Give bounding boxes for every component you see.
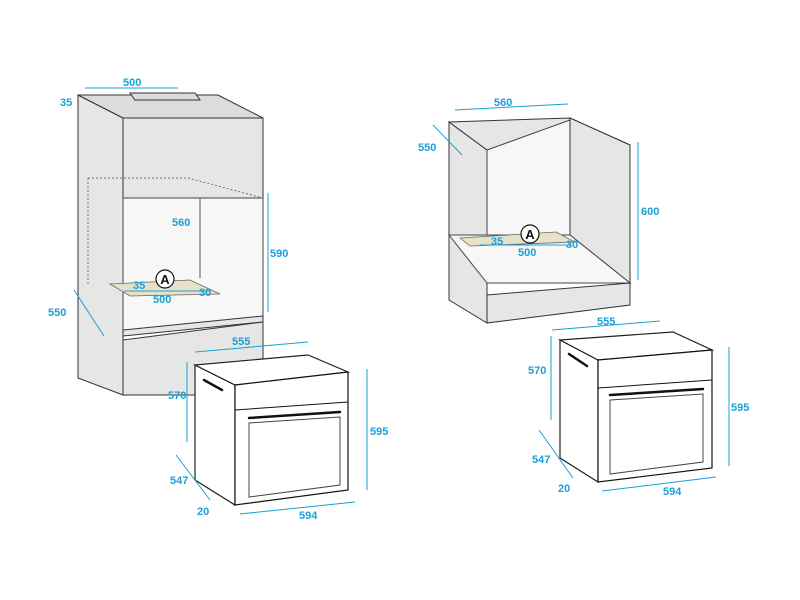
dim-right-oven-depth: 570 <box>528 365 546 377</box>
right-cabinet-dimensions: 560 550 600 35 500 30 <box>418 97 659 280</box>
right-oven <box>557 331 715 484</box>
dim-right-oven-front-width: 594 <box>663 486 682 498</box>
dim-left-vent-width: 500 <box>153 294 171 306</box>
dim-line-left-oven-body-depth <box>175 454 211 501</box>
dim-right-oven-front-offset: 20 <box>558 483 570 495</box>
dim-line-right-oven-body-depth <box>538 429 574 479</box>
dim-line-left-depth <box>73 289 105 337</box>
dim-line-right-oven-width <box>551 320 661 331</box>
left-oven <box>192 354 351 507</box>
left-cabinet-side-panel <box>77 94 124 396</box>
dim-line-right-oven-front-width <box>601 476 717 492</box>
dim-left-niche-depth: 560 <box>172 217 190 229</box>
left-cabinet-niche <box>122 197 264 336</box>
dim-line-right-cabinet-width <box>454 103 569 111</box>
dim-right-niche-height: 600 <box>641 206 659 218</box>
right-oven-control-panel-edge <box>597 379 713 389</box>
right-vent-marker-circle <box>520 224 540 244</box>
dim-line-right-cabinet-depth <box>432 124 463 156</box>
dim-left-vent-offset-left: 35 <box>133 280 145 292</box>
dim-left-oven-front-offset: 20 <box>197 506 209 518</box>
dim-left-oven-depth: 570 <box>168 390 186 402</box>
left-vent-marker: A <box>160 272 170 287</box>
right-oven-door-handle <box>608 387 705 397</box>
dim-left-oven-front-width: 594 <box>299 510 318 522</box>
dim-right-oven-body-depth: 547 <box>532 454 550 466</box>
dim-right-oven-height: 595 <box>731 402 749 414</box>
left-vent-marker-circle <box>155 269 175 289</box>
left-niche-dashed-top <box>88 177 264 199</box>
left-cabinet-top-slot <box>129 92 201 101</box>
right-vent-marker: A <box>525 227 535 242</box>
right-oven-dimensions: 555 570 547 20 594 595 <box>528 316 749 498</box>
left-oven-dimensions: 555 570 547 20 594 595 <box>168 336 388 522</box>
dim-line-left-oven-front-width <box>239 501 356 515</box>
left-cabinet-upper-front <box>122 117 264 199</box>
dim-left-cabinet-width: 500 <box>123 77 141 89</box>
left-oven-door-handle <box>247 410 342 420</box>
dim-right-vent-offset-right: 30 <box>566 239 578 251</box>
right-cabinet-plinth <box>486 282 631 324</box>
right-base-cabinet: A <box>447 117 632 324</box>
dim-line-left-oven-width <box>194 341 309 353</box>
dim-left-oven-body-depth: 547 <box>170 475 188 487</box>
dim-right-cabinet-depth: 550 <box>418 142 436 154</box>
right-oven-side-handle-mark <box>567 352 589 368</box>
dim-left-oven-width: 555 <box>232 336 250 348</box>
left-oven-front <box>234 371 349 506</box>
dim-right-vent-width: 500 <box>518 247 536 259</box>
dim-left-niche-height: 590 <box>270 248 288 260</box>
left-tall-cabinet: A <box>77 92 264 396</box>
dim-right-vent-offset-left: 35 <box>491 236 503 248</box>
dim-left-vent-offset-right: 30 <box>199 287 211 299</box>
dim-left-cabinet-depth: 550 <box>48 307 66 319</box>
dim-left-cabinet-top-offset: 35 <box>60 97 72 109</box>
left-oven-control-panel-edge <box>234 401 349 411</box>
right-oven-front <box>597 349 713 483</box>
dim-left-oven-height: 595 <box>370 426 388 438</box>
left-oven-window <box>248 416 341 498</box>
dim-right-cabinet-width: 560 <box>494 97 512 109</box>
left-oven-side-handle-mark <box>202 378 224 392</box>
left-cabinet-dimensions: 500 35 550 560 590 35 500 30 <box>48 77 288 337</box>
right-oven-window <box>609 393 704 475</box>
dim-right-oven-width: 555 <box>597 316 615 328</box>
right-cabinet-side-panel <box>448 121 488 324</box>
